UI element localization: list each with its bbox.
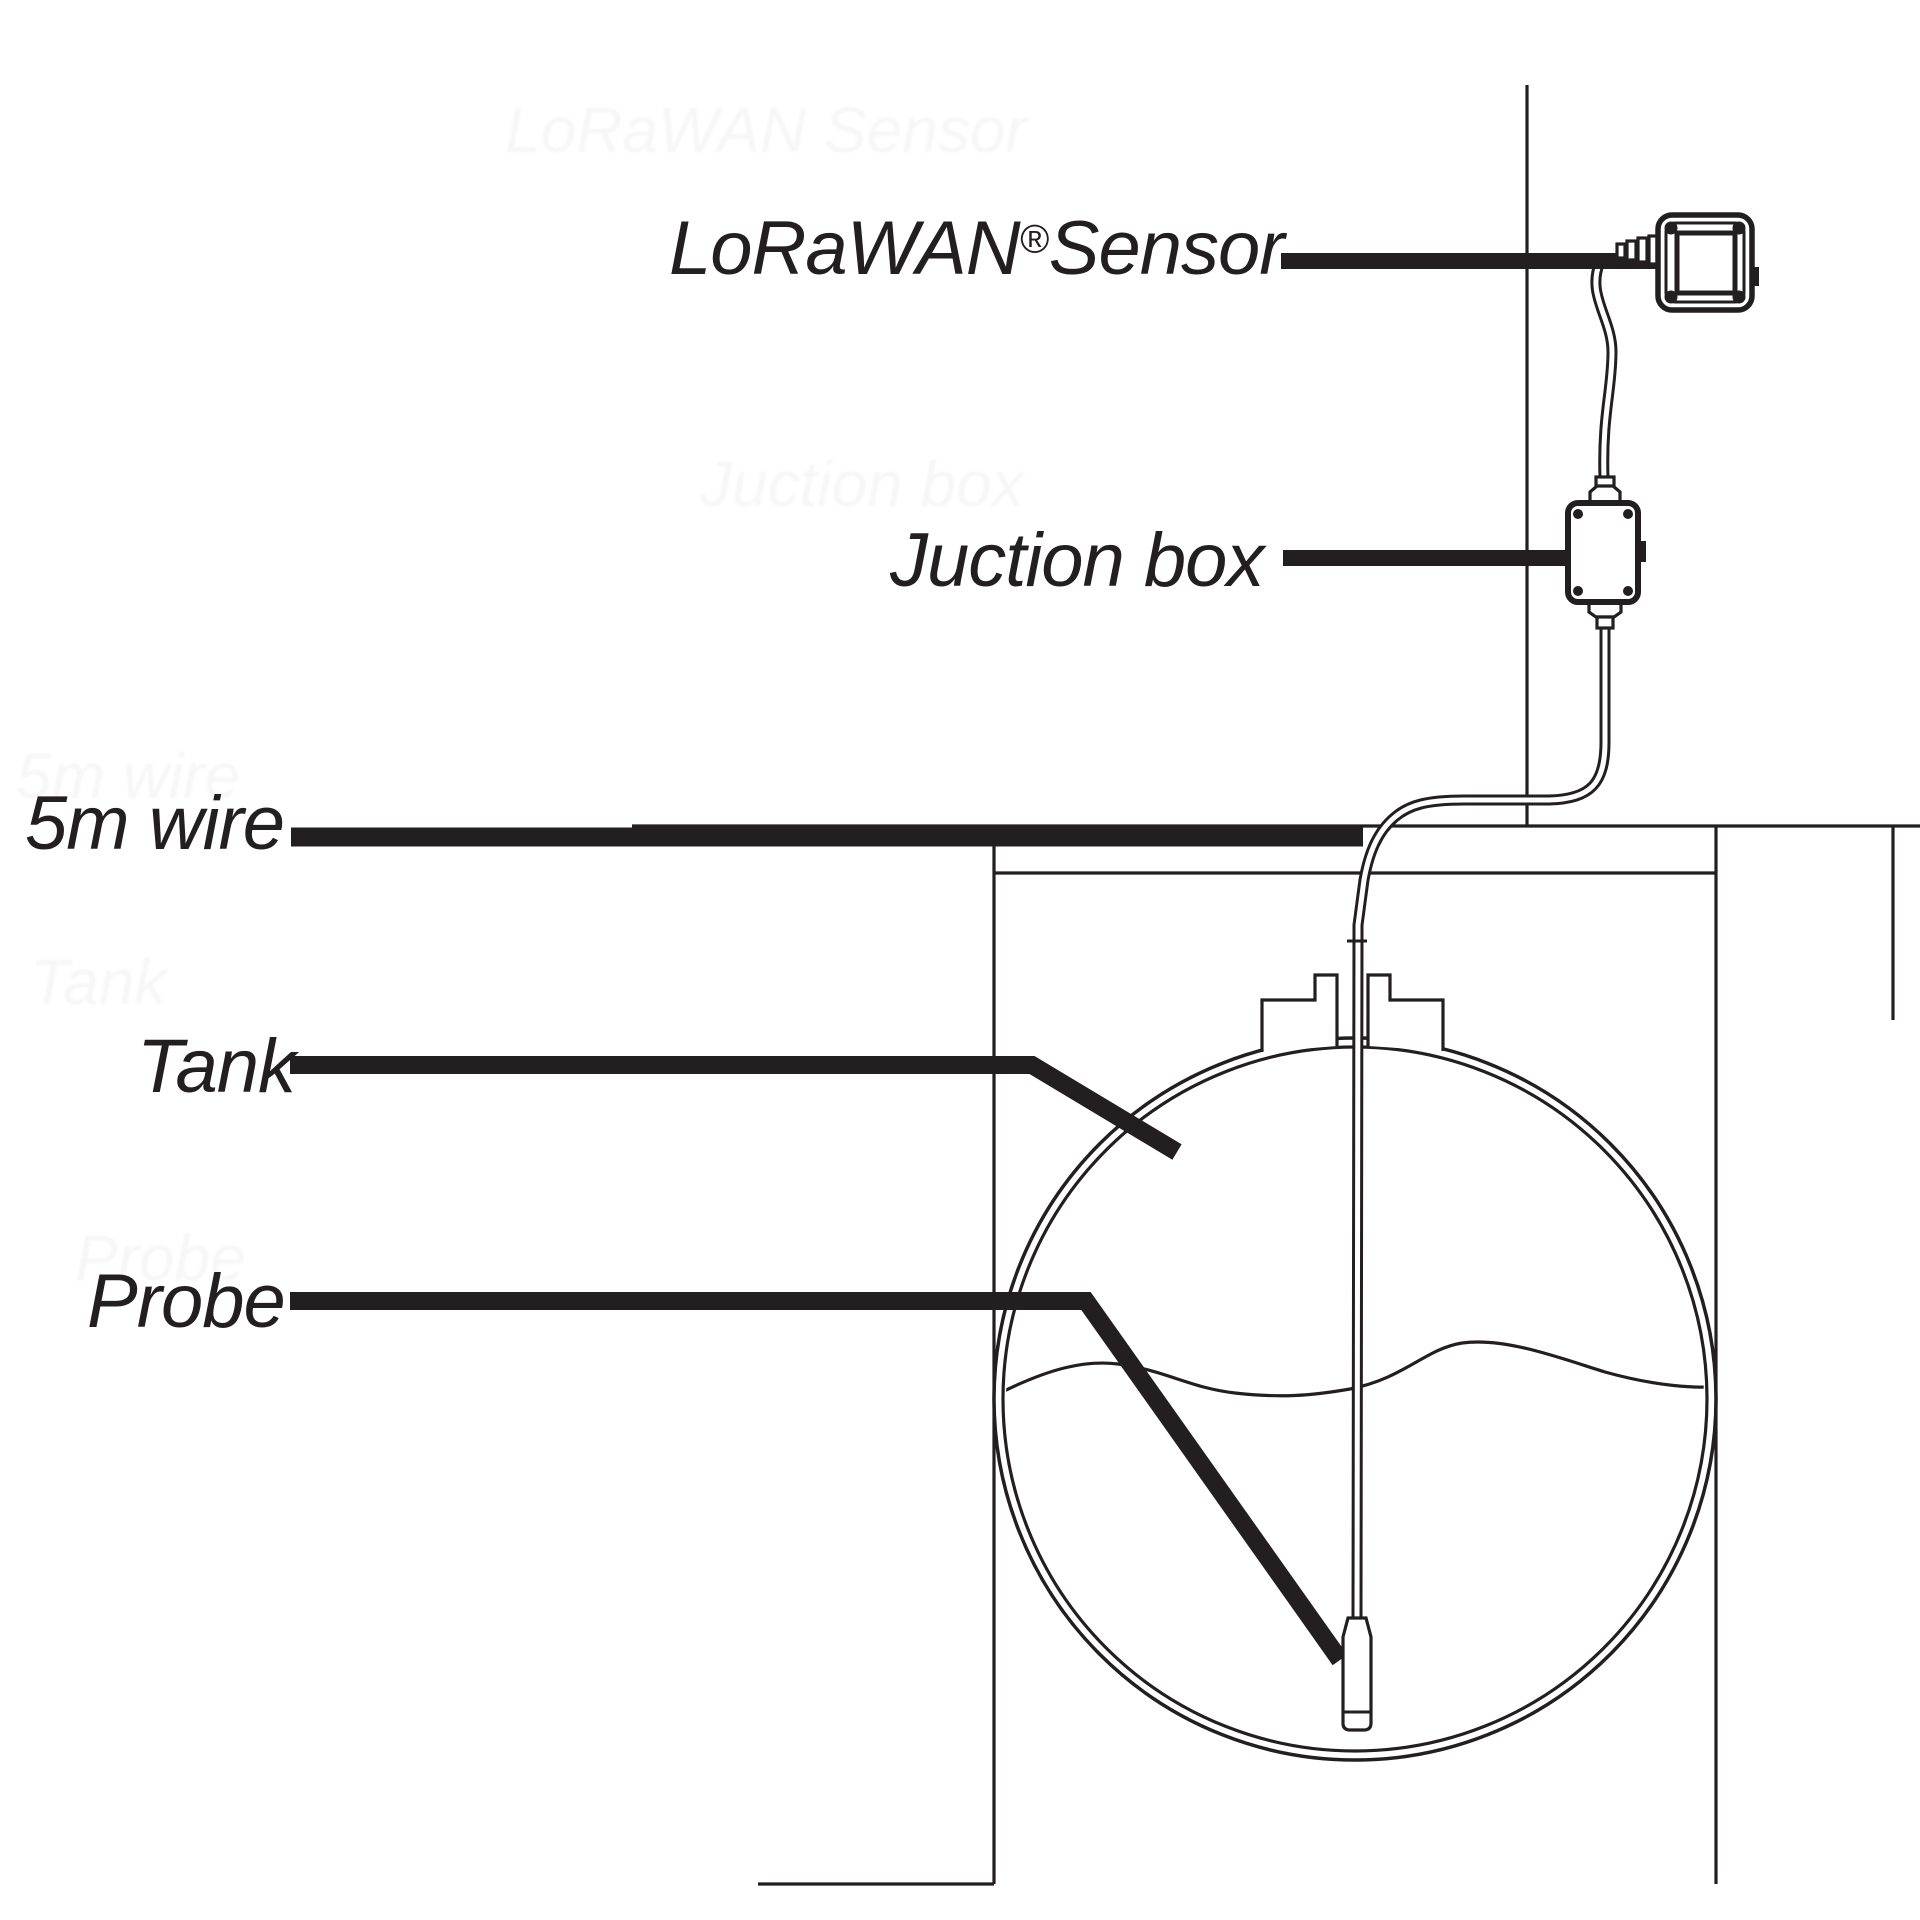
junction-side-tab <box>1637 541 1646 562</box>
leader-tank <box>290 1056 1182 1160</box>
sensor-screw <box>1664 221 1678 235</box>
label-lorawan-sensor-text: LoRaWAN <box>669 206 1021 291</box>
sensor-face-plate <box>1674 230 1738 296</box>
junction-screw <box>1573 586 1583 596</box>
junction-box-body <box>1565 500 1641 605</box>
leader-lines <box>290 253 1659 1666</box>
sensor-connector-ridge <box>1615 242 1627 260</box>
label-5m-wire: 5m wire <box>25 781 285 866</box>
tank-fitting-left <box>1260 973 1339 1052</box>
label-junction-box: Juction box <box>890 518 1264 603</box>
sensor-screw <box>1664 290 1678 304</box>
junction-screw <box>1623 509 1633 519</box>
sensor-connector-ridge <box>1636 236 1649 264</box>
sensor-connector-ridge <box>1625 239 1638 262</box>
junction-screw <box>1573 509 1583 519</box>
leader-probe <box>290 1292 1348 1666</box>
probe-device <box>1341 1616 1373 1732</box>
junction-screw <box>1623 586 1633 596</box>
label-tank: Tank <box>137 1024 296 1109</box>
environment-lines <box>632 85 1920 1886</box>
cable-junction-to-probe <box>1347 627 1611 1621</box>
junction-box-device <box>1565 475 1646 630</box>
label-probe: Probe <box>87 1259 286 1344</box>
junction-bottom-collar <box>1595 615 1615 630</box>
sensor-inner-frame <box>1664 221 1746 304</box>
cable-sensor-to-junction <box>1590 259 1618 479</box>
sensor-screw <box>1732 221 1746 235</box>
sensor-screw <box>1732 290 1746 304</box>
probe-body <box>1341 1616 1373 1732</box>
registered-trademark-symbol: ® <box>1019 217 1049 262</box>
lorawan-sensor-device <box>1615 212 1759 313</box>
label-sensor-text: Sensor <box>1048 206 1285 291</box>
liquid-level-line <box>1006 1340 1704 1398</box>
sensor-side-tab <box>1752 267 1759 286</box>
tank-fitting-right <box>1366 973 1445 1051</box>
label-lorawan-sensor: LoRaWAN®Sensor <box>669 211 1285 287</box>
